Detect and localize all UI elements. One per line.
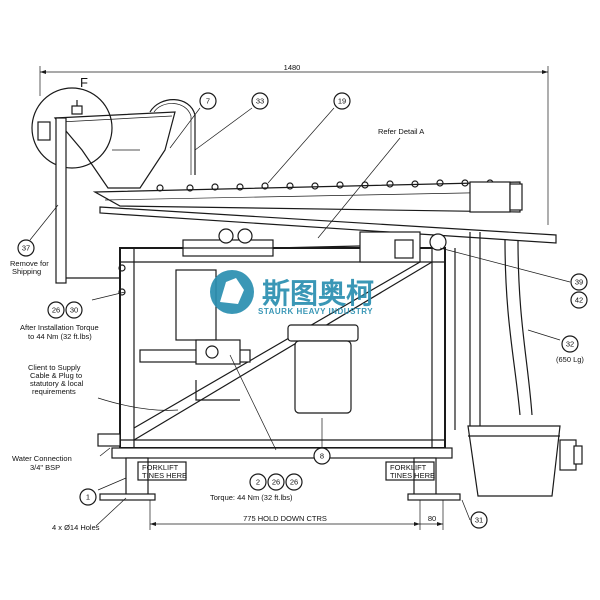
hopper — [37, 100, 176, 189]
filter-housing — [287, 324, 359, 414]
svg-text:requirements: requirements — [32, 387, 76, 396]
overall-width-label: 1480 — [284, 63, 301, 72]
balloon-7: 7 — [206, 97, 210, 106]
svg-text:Client to Supply: Client to Supply — [28, 363, 81, 372]
svg-text:(650 Lg): (650 Lg) — [556, 355, 584, 364]
svg-text:Remove for: Remove for — [10, 259, 49, 268]
collection-tank — [467, 425, 583, 497]
balloon-1: 1 — [86, 493, 90, 502]
balloon-42: 42 — [575, 296, 583, 305]
watermark: 斯图奥柯 STAURK HEAVY INDUSTRY — [210, 270, 374, 316]
edge-offset-label: 80 — [428, 514, 436, 523]
watermark-en: STAURK HEAVY INDUSTRY — [258, 307, 373, 316]
detail-circle — [31, 87, 113, 169]
spray-nozzles — [156, 179, 494, 192]
refer-detail-note: Refer Detail A — [378, 127, 424, 136]
watermark-cn: 斯图奥柯 — [262, 277, 374, 310]
overall-dimension: 1480 — [39, 63, 549, 225]
balloon-8: 8 — [320, 452, 324, 461]
balloon-37: 37 — [22, 244, 30, 253]
balloon-39: 39 — [575, 278, 583, 287]
drive-assembly — [182, 228, 447, 263]
balloon-19: 19 — [338, 97, 346, 106]
drawing-notes: Refer Detail A Remove for Shipping After… — [10, 127, 584, 532]
forklift-right: FORKLIFT TINES HERE — [385, 461, 435, 481]
balloon-33: 33 — [256, 97, 264, 106]
svg-text:Cable & Plug to: Cable & Plug to — [30, 371, 82, 380]
left-mechanism — [139, 269, 251, 401]
svg-text:FORKLIFT: FORKLIFT — [390, 463, 427, 472]
svg-text:statutory & local: statutory & local — [30, 379, 84, 388]
balloon-26-mid: 26 — [272, 478, 280, 487]
item-balloons: 7 33 19 37 26 30 39 42 32 8 2 26 26 1 31 — [17, 92, 588, 529]
balloon-26-left: 26 — [52, 306, 60, 315]
svg-text:Shipping: Shipping — [12, 267, 41, 276]
balloon-31: 31 — [475, 516, 483, 525]
leader-lines — [29, 107, 571, 527]
bottom-dimensions: 775 HOLD DOWN CTRS 80 — [149, 500, 444, 530]
svg-text:Torque: 44 Nm (32 ft.lbs): Torque: 44 Nm (32 ft.lbs) — [210, 493, 293, 502]
balloon-26-right: 26 — [290, 478, 298, 487]
svg-text:Water Connection: Water Connection — [12, 454, 72, 463]
hold-down-ctrs-label: 775 HOLD DOWN CTRS — [243, 514, 327, 523]
forklift-left: FORKLIFT TINES HERE — [137, 461, 187, 481]
supply-cable — [97, 397, 179, 411]
svg-text:TINES HERE: TINES HERE — [390, 471, 435, 480]
detail-letter: F — [80, 75, 88, 90]
svg-text:4 x Ø14 Holes: 4 x Ø14 Holes — [52, 523, 100, 532]
svg-text:TINES HERE: TINES HERE — [142, 471, 187, 480]
discharge-hoses — [454, 232, 533, 430]
svg-text:3/4" BSP: 3/4" BSP — [30, 463, 60, 472]
svg-text:After Installation Torque: After Installation Torque — [20, 323, 99, 332]
svg-text:to 44 Nm (32 ft.lbs): to 44 Nm (32 ft.lbs) — [28, 332, 92, 341]
svg-text:FORKLIFT: FORKLIFT — [142, 463, 179, 472]
balloon-32: 32 — [566, 340, 574, 349]
balloon-30: 30 — [70, 306, 78, 315]
shipping-post — [55, 117, 120, 284]
screen-deck — [92, 179, 557, 244]
balloon-2: 2 — [256, 478, 260, 487]
